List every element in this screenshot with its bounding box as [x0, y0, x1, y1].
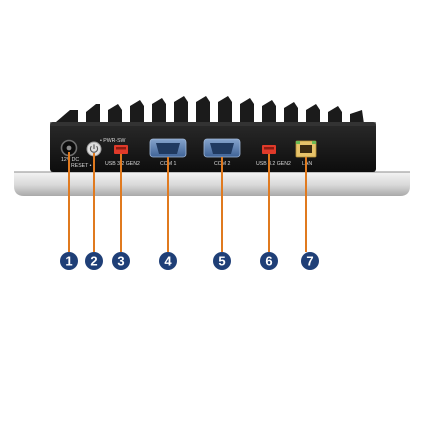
- com2-serial-port: [203, 138, 241, 158]
- callout-badge-5: 5: [213, 252, 231, 270]
- dc-in-label: 12V DC: [61, 157, 79, 163]
- power-switch-label: • PWR-SW: [100, 138, 126, 144]
- com1-serial-port: [149, 138, 187, 158]
- callout-badge-6: 6: [260, 252, 278, 270]
- usb-left-label: USB 3.2 GEN2: [105, 161, 140, 167]
- callout-number: 7: [306, 254, 313, 269]
- panel-bezel: [14, 171, 410, 196]
- usb-port-right: [262, 145, 276, 154]
- callout-number: 6: [265, 254, 272, 269]
- power-icon: [89, 144, 99, 153]
- heatsink-fins: [56, 96, 364, 124]
- callout-badge-1: 1: [60, 252, 78, 270]
- callout-number: 1: [65, 254, 72, 269]
- usb-port-left: [114, 145, 128, 154]
- usb-right-label: USB 3.2 GEN2: [256, 161, 291, 167]
- callout-leader-lines: [68, 152, 307, 252]
- callout-badge-2: 2: [85, 252, 103, 270]
- lan-port: [295, 140, 317, 158]
- reset-label: RESET •: [71, 163, 92, 169]
- callout-number: 4: [164, 254, 172, 269]
- callout-badge-7: 7: [301, 252, 319, 270]
- callout-number: 3: [117, 254, 124, 269]
- callout-number: 5: [218, 254, 225, 269]
- power-button[interactable]: [86, 141, 102, 157]
- callout-number: 2: [90, 254, 97, 269]
- lan-label: LAN: [302, 161, 312, 167]
- callout-badge-3: 3: [112, 252, 130, 270]
- callout-badge-4: 4: [159, 252, 177, 270]
